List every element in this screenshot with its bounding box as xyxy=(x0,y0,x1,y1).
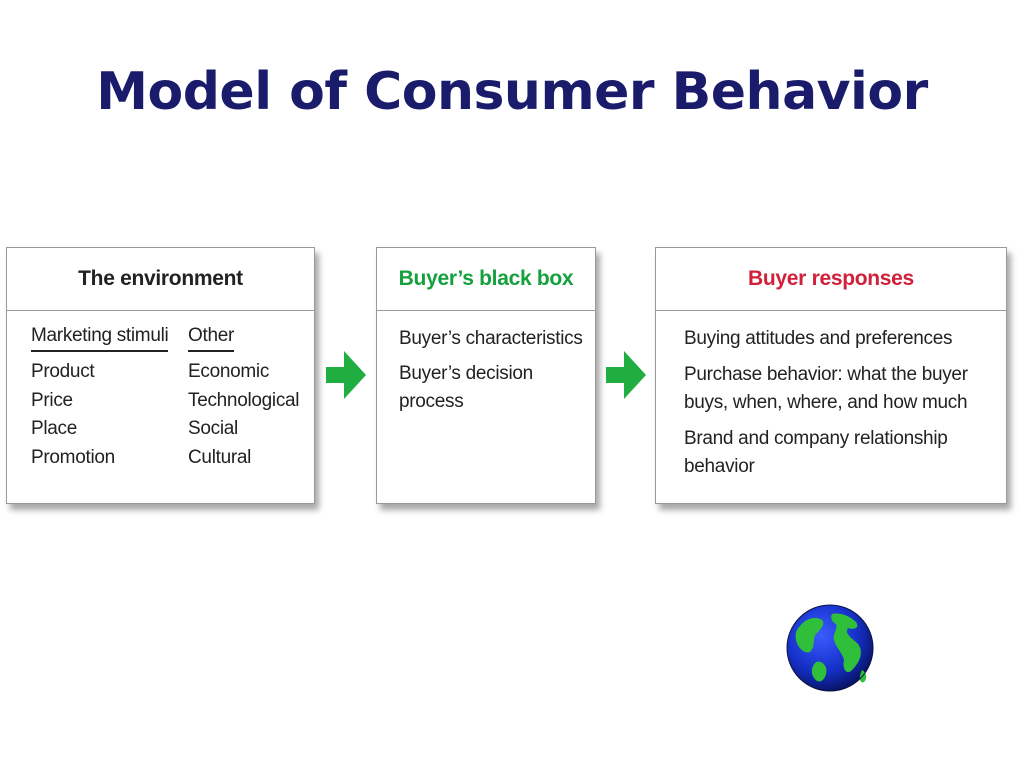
right-arrow-icon xyxy=(606,351,646,399)
other-item: Cultural xyxy=(188,446,252,468)
black-box-line: Buyer’s decision process xyxy=(399,363,533,412)
response-line: Buying attitudes and preferences xyxy=(684,328,953,349)
other-item: Technological xyxy=(188,389,300,411)
marketing-item: Product xyxy=(31,361,95,382)
marketing-item: Place xyxy=(31,418,78,439)
marketing-stimuli-heading: Marketing stimuli xyxy=(31,325,169,352)
marketing-item: Price xyxy=(31,389,73,411)
buyer-responses-box: Buyer responses Buying attitudes and pre… xyxy=(655,247,1007,504)
black-box-heading: Buyer’s black box xyxy=(377,248,595,311)
page-title: Model of Consumer Behavior xyxy=(96,62,928,122)
marketing-item: Promotion xyxy=(31,446,115,468)
other-stimuli-column: Other Economic Technological Social Cult… xyxy=(188,325,300,472)
response-line: Brand and company relationship behavior xyxy=(684,428,948,477)
globe-icon xyxy=(786,604,874,692)
other-item: Economic xyxy=(188,361,270,382)
other-stimuli-heading: Other xyxy=(188,325,234,352)
black-box: Buyer’s black box Buyer’s characteristic… xyxy=(376,247,596,504)
right-arrow-icon xyxy=(326,351,366,399)
environment-box: The environment Marketing stimuli Produc… xyxy=(6,247,315,504)
marketing-stimuli-column: Marketing stimuli Product Price Place Pr… xyxy=(31,325,188,472)
black-box-line: Buyer’s characteristics xyxy=(399,328,583,349)
environment-heading: The environment xyxy=(7,248,314,311)
buyer-responses-heading: Buyer responses xyxy=(656,248,1006,311)
other-item: Social xyxy=(188,418,238,439)
response-line: Purchase behavior: what the buyer buys, … xyxy=(684,364,968,413)
